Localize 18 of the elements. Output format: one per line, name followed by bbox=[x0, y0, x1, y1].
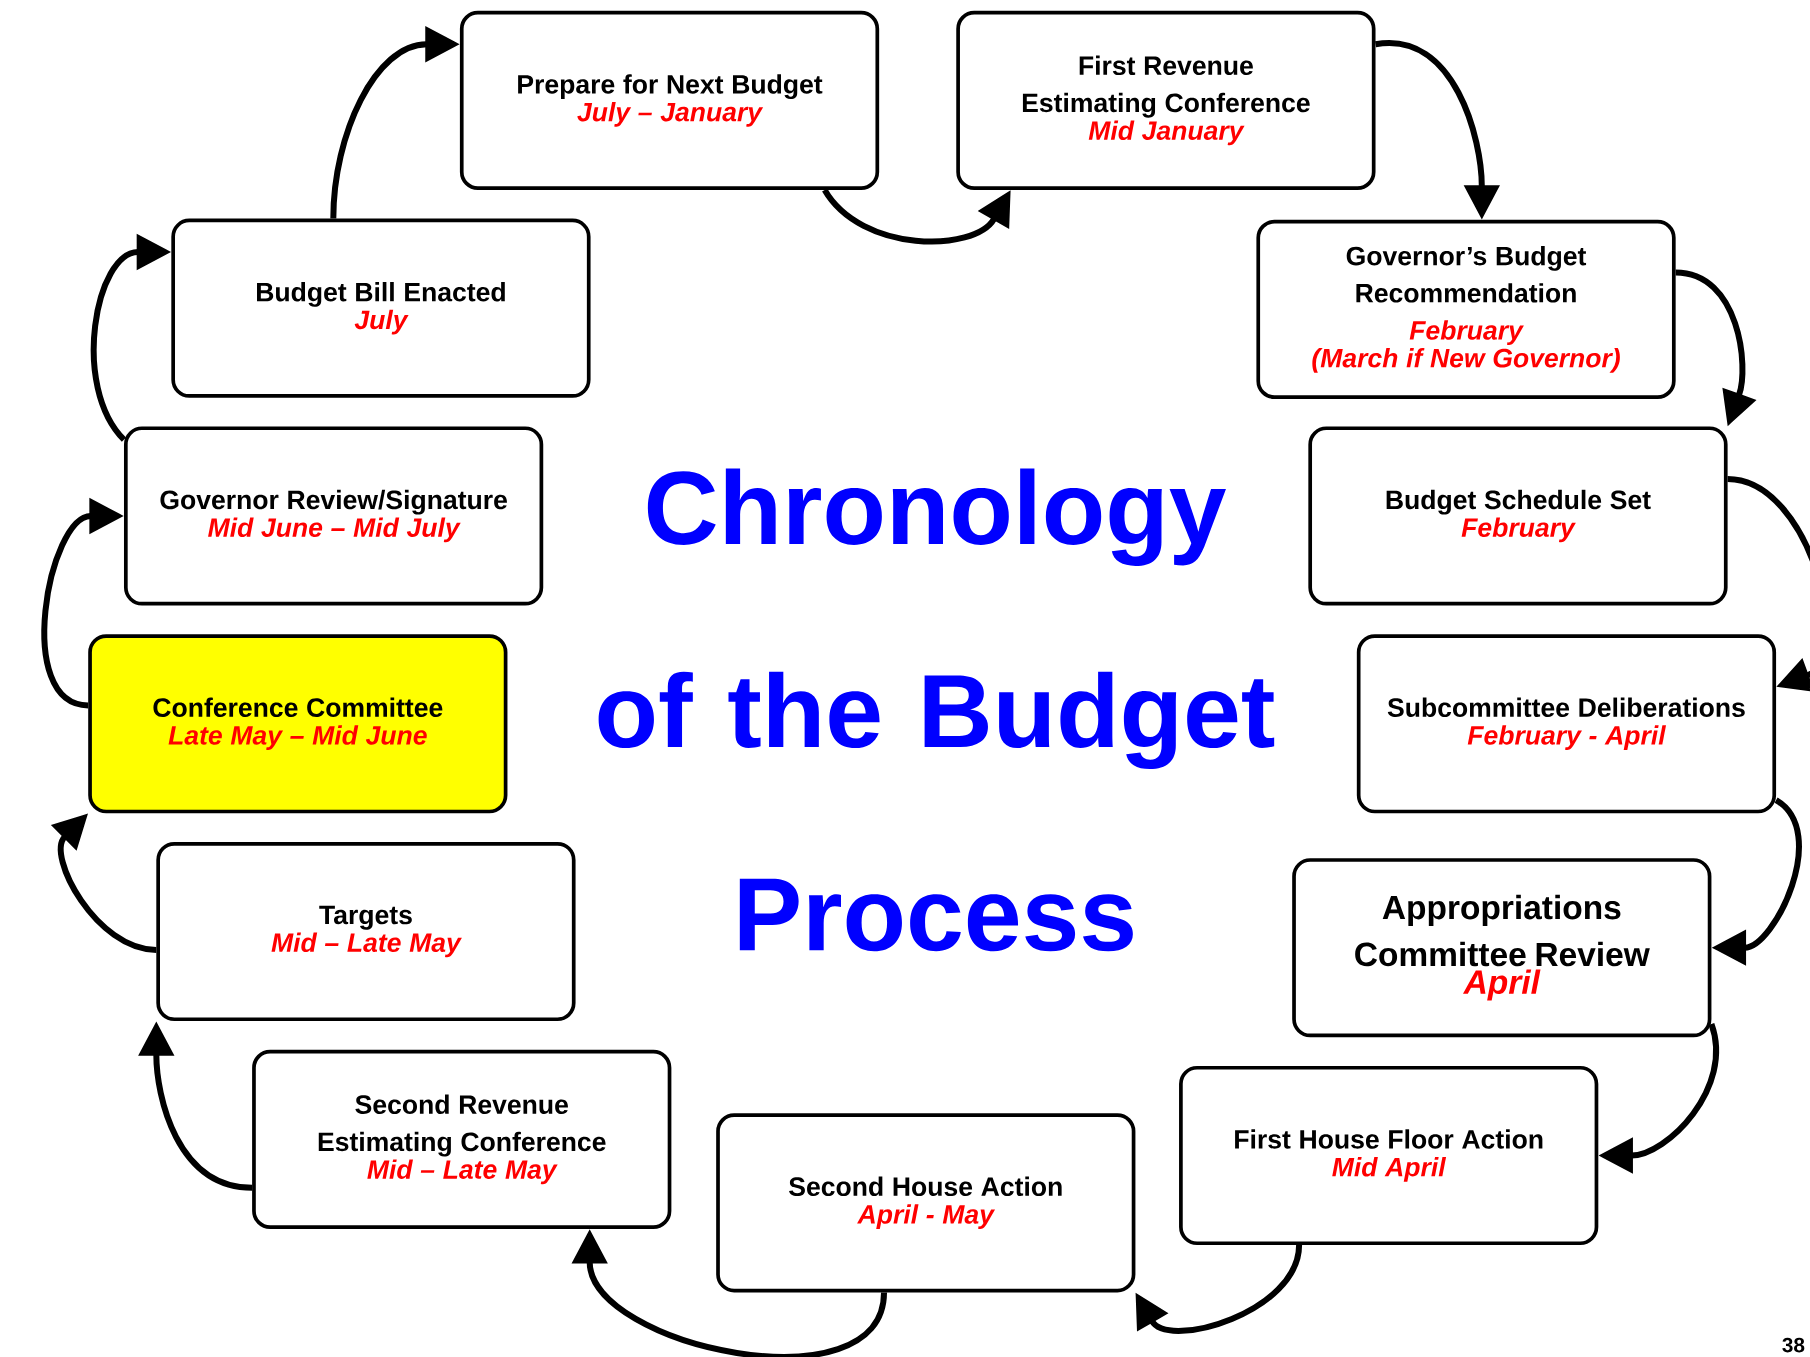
process-box: Governor Review/Signature Mid June – Mid July bbox=[124, 426, 544, 606]
process-box: Governor’s Budget Recommendation February (March if New Governor) bbox=[1256, 219, 1676, 399]
arrow bbox=[822, 188, 1011, 245]
process-box: Subcommittee Deliberations February - April bbox=[1356, 633, 1777, 814]
arrow bbox=[1135, 1244, 1303, 1334]
process-box: First House Floor Action Mid April bbox=[1179, 1065, 1599, 1245]
title: Chronology of the Budget Process bbox=[598, 468, 1275, 951]
process-box: Targets Mid – Late May bbox=[156, 841, 576, 1021]
process-box: Budget Bill Enacted July bbox=[171, 218, 591, 398]
arrow bbox=[1727, 475, 1810, 692]
process-box: Appropriations Committee Review April bbox=[1292, 857, 1712, 1038]
process-box: Conference Committee Late May – Mid June bbox=[88, 633, 508, 814]
page-number: 38 bbox=[1782, 1337, 1805, 1353]
process-box: Budget Schedule Set February bbox=[1308, 426, 1728, 606]
process-box: Second Revenue Estimating Conference Mid – Late May bbox=[252, 1049, 672, 1229]
process-box: Prepare for Next Budget July – January bbox=[459, 10, 880, 190]
process-box: First Revenue Estimating Conference Mid January bbox=[956, 10, 1376, 190]
process-box: Second House Action April - May bbox=[716, 1113, 1136, 1293]
